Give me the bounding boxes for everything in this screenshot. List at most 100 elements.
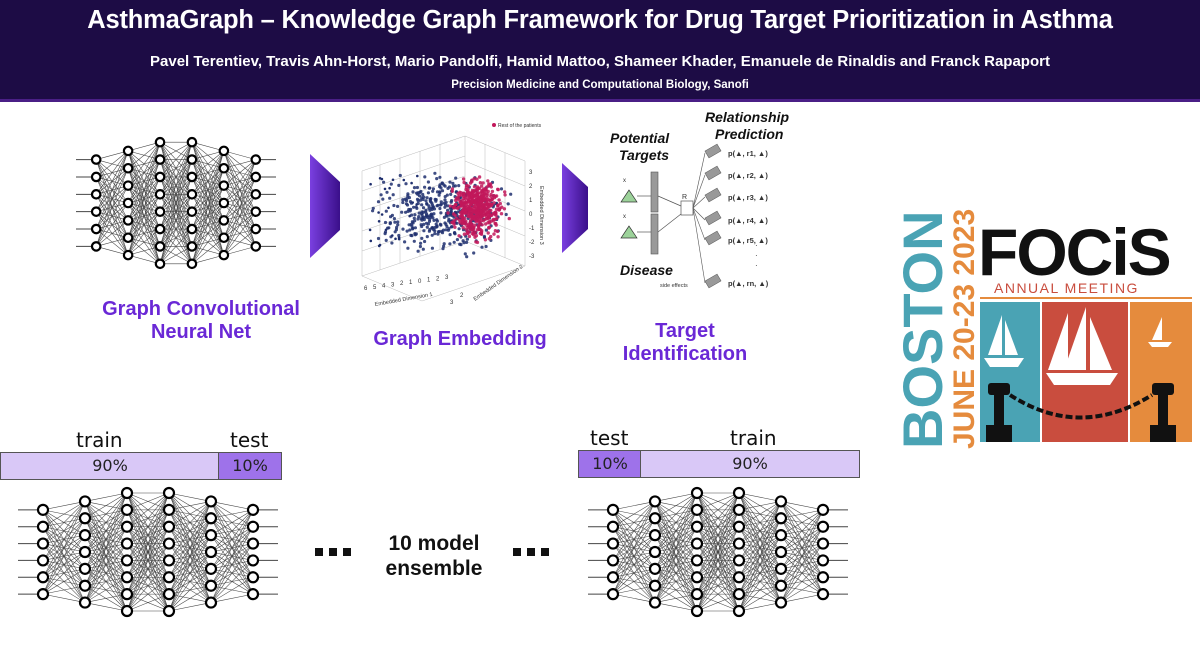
network-node [162,554,176,567]
network-node [648,596,662,609]
ensemble-label: 10 model ensemble [372,531,496,581]
network-node [186,171,198,183]
network-node [90,206,102,217]
network-node [36,503,50,516]
network-node [120,571,134,584]
network-node [246,537,260,550]
network-node [78,512,92,525]
left-train-label: train [76,428,123,452]
network-node [120,486,134,500]
entity-node-2: x [620,214,638,239]
network-node [218,249,230,261]
target-caption: Target Identification [585,320,785,366]
gcn-caption: Graph Convolutional Neural Net [76,298,326,344]
network-node [78,596,92,609]
network-node [732,604,746,618]
bollard-icons [986,383,1176,442]
network-node [250,154,262,165]
legend-dot [492,123,496,127]
network-node [732,537,746,550]
dim3-tick: -1 [529,226,535,232]
network-node [606,537,620,550]
right-test-label: test [590,426,629,450]
network-node [690,486,704,500]
prediction-label: p(▲, r5, ▲) [728,236,768,245]
network-node [204,529,218,542]
dim1-tick: 2 [400,281,404,287]
svg-text:·: · [755,261,758,270]
network-node [78,529,92,542]
network-node [36,520,50,533]
network-node [250,223,262,235]
network-node [162,520,176,533]
network-node [122,145,134,157]
network-node [246,571,260,584]
network-node [90,241,102,252]
dim1-tick: 1 [409,280,413,286]
network-node [218,232,230,244]
network-edges [95,141,257,265]
prediction-label: p(▲, r2, ▲) [728,171,768,180]
target-caption-line1: Target [655,320,715,342]
network-node [816,503,830,516]
network-node [36,537,50,550]
network-node [690,554,704,567]
network-node [120,537,134,550]
logo-dates: JUNE 20-23 2023 [948,209,981,449]
network-edges [42,492,254,612]
network-node [204,495,218,508]
network-node [186,136,198,148]
network-node [186,241,198,252]
network-node [162,503,176,516]
network-node [246,588,260,601]
network-node [246,503,260,516]
network-node [154,189,166,200]
network-node [120,604,134,618]
svg-text:·: · [755,251,758,260]
network-node [78,579,92,592]
network-node [774,579,788,592]
dim3-tick: 3 [529,170,533,176]
network-node [122,162,134,174]
network-node [162,588,176,601]
svg-text:x: x [623,178,626,184]
svg-text:·: · [755,241,758,250]
dim1-tick: 1 [427,278,431,284]
network-node [690,520,704,533]
network-node [250,241,262,252]
network-node [154,154,166,165]
ensemble-model-right [588,486,848,618]
ensemble-label-line2: ensemble [385,557,483,580]
network-node [606,520,620,533]
prediction-label: p(▲, r4, ▲) [728,216,768,225]
network-node [154,241,166,252]
network-node [690,604,704,618]
network-node [162,604,176,618]
network-node [122,232,134,244]
network-node [120,588,134,601]
network-node [816,520,830,533]
network-node [218,197,230,209]
ensemble-model-left [18,486,278,618]
network-node [90,223,102,235]
network-node [186,206,198,217]
network-node [732,486,746,500]
gcn-caption-line1: Graph Convolutional [102,298,300,320]
network-node [690,571,704,584]
network-node [122,249,134,261]
relationship-label-1: Relationship [705,109,789,125]
dim2-axis-label: Embedded Dimension 2 [473,264,525,303]
network-node [204,596,218,609]
network-node [816,588,830,601]
embedding-caption: Graph Embedding [352,328,568,351]
network-node [204,545,218,559]
prediction-label: p(▲, rn, ▲) [728,279,769,288]
network-node [816,571,830,584]
network-node [218,215,230,226]
right-test-bar: 10% [578,450,642,478]
left-test-label: test [230,428,269,452]
network-node [774,529,788,542]
network-node [162,537,176,550]
network-node [250,171,262,183]
